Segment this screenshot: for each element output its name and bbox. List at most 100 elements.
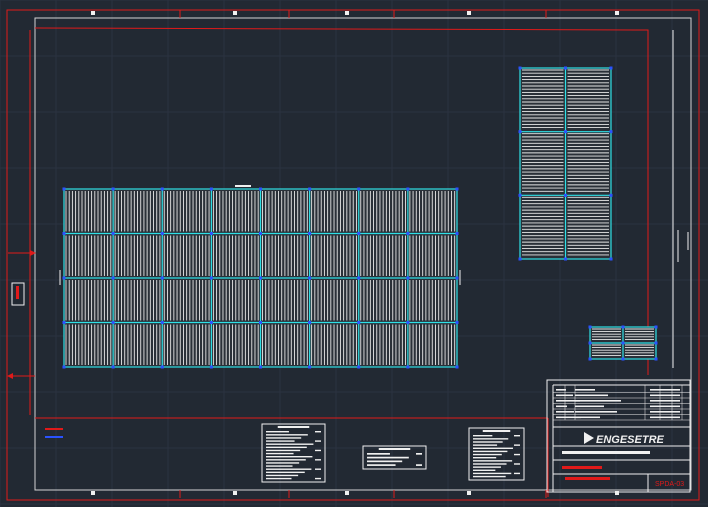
main-array-panel[interactable]: [212, 280, 259, 321]
small-right-array-panel[interactable]: [592, 328, 621, 340]
air-terminal-marker: [259, 232, 262, 235]
small-right-array-panel[interactable]: [592, 344, 621, 356]
air-terminal-marker: [455, 232, 459, 235]
title-block-revision-rows: [553, 385, 690, 421]
air-terminal-marker: [588, 341, 592, 345]
air-terminal-marker: [518, 257, 522, 261]
main-array-panel[interactable]: [163, 324, 210, 366]
air-terminal-marker: [259, 321, 262, 324]
air-terminal-marker: [609, 66, 613, 70]
main-array-panel[interactable]: [262, 280, 308, 321]
title-block[interactable]: ENGESETRE SPDA-03: [546, 379, 691, 493]
main-array-panel[interactable]: [212, 191, 259, 232]
upper-right-array-panel[interactable]: [522, 196, 564, 256]
main-array-panel[interactable]: [163, 280, 210, 321]
legend: [45, 428, 63, 438]
main-array-panel[interactable]: [409, 191, 456, 232]
air-terminal-marker: [209, 187, 213, 191]
air-terminal-marker: [160, 365, 164, 369]
solar-array-small-right[interactable]: [588, 325, 658, 361]
main-array-panel[interactable]: [262, 191, 308, 232]
main-array-panel[interactable]: [163, 235, 210, 277]
main-array-panel[interactable]: [311, 324, 357, 366]
air-terminal-marker: [308, 232, 312, 235]
main-array-panel[interactable]: [360, 324, 406, 366]
main-array-panel[interactable]: [212, 235, 259, 277]
upper-right-array-panel[interactable]: [567, 196, 610, 256]
air-terminal-marker: [518, 130, 522, 134]
company-name: ENGESETRE: [596, 434, 665, 446]
air-terminal-marker: [259, 365, 262, 369]
company-logo: ENGESETRE: [584, 432, 665, 446]
legend-blue-marker: [45, 436, 63, 438]
main-array-panel[interactable]: [65, 324, 112, 366]
notes-table-1: [261, 423, 326, 483]
main-array-panel[interactable]: [114, 235, 161, 277]
solar-array-upper-right[interactable]: [518, 66, 613, 261]
main-array-panel[interactable]: [311, 280, 357, 321]
notes-table-2: [362, 445, 427, 470]
main-array-panel[interactable]: [409, 324, 456, 366]
air-terminal-marker: [357, 232, 361, 235]
air-terminal-marker: [621, 357, 625, 361]
air-terminal-marker: [209, 365, 213, 369]
solar-array-main[interactable]: [59, 185, 461, 369]
main-array-panel[interactable]: [114, 324, 161, 366]
main-array-panel[interactable]: [262, 324, 308, 366]
air-terminal-marker: [518, 193, 522, 197]
air-terminal-marker: [62, 365, 66, 369]
air-terminal-marker: [455, 187, 459, 191]
air-terminal-marker: [111, 187, 115, 191]
upper-right-array-panel[interactable]: [522, 133, 564, 192]
air-terminal-marker: [609, 130, 613, 134]
air-terminal-marker: [564, 66, 567, 70]
main-array-panel[interactable]: [360, 235, 406, 277]
notes-table-3: [468, 427, 525, 481]
air-terminal-marker: [406, 365, 410, 369]
air-terminal-marker: [588, 357, 592, 361]
main-array-panel[interactable]: [114, 280, 161, 321]
air-terminal-marker: [406, 321, 410, 324]
air-terminal-marker: [62, 321, 66, 324]
air-terminal-marker: [654, 341, 658, 345]
main-array-panel[interactable]: [360, 280, 406, 321]
air-terminal-marker: [209, 232, 213, 235]
air-terminal-marker: [609, 193, 613, 197]
air-terminal-marker: [357, 276, 361, 280]
main-array-panel[interactable]: [212, 324, 259, 366]
legend-red-marker: [45, 428, 63, 430]
air-terminal-marker: [406, 276, 410, 280]
main-array-panel[interactable]: [409, 280, 456, 321]
air-terminal-marker: [160, 232, 164, 235]
main-array-panel[interactable]: [262, 235, 308, 277]
down-conductor-box-icon[interactable]: [11, 282, 25, 306]
main-array-panel[interactable]: [65, 280, 112, 321]
air-terminal-marker: [62, 187, 66, 191]
main-array-panel[interactable]: [65, 191, 112, 232]
upper-right-array-panel[interactable]: [567, 69, 610, 129]
air-terminal-marker: [609, 257, 613, 261]
main-array-panel[interactable]: [360, 191, 406, 232]
air-terminal-marker: [308, 276, 312, 280]
small-right-array-panel[interactable]: [625, 344, 654, 356]
air-terminal-marker: [455, 276, 459, 280]
main-array-panel[interactable]: [65, 235, 112, 277]
air-terminal-marker: [621, 341, 625, 345]
main-array-panel[interactable]: [163, 191, 210, 232]
air-terminal-marker: [564, 257, 567, 261]
small-right-array-panel[interactable]: [625, 328, 654, 340]
main-array-panel[interactable]: [114, 191, 161, 232]
air-terminal-marker: [308, 187, 312, 191]
upper-right-array-panel[interactable]: [522, 69, 564, 129]
main-array-panel[interactable]: [311, 191, 357, 232]
main-array-panel[interactable]: [409, 235, 456, 277]
air-terminal-marker: [564, 130, 567, 134]
conductor-arrows: [7, 250, 36, 379]
upper-right-array-panel[interactable]: [567, 133, 610, 192]
air-terminal-marker: [406, 232, 410, 235]
outer-red-border: [6, 9, 700, 501]
main-array-panel[interactable]: [311, 235, 357, 277]
air-terminal-marker: [588, 325, 592, 329]
